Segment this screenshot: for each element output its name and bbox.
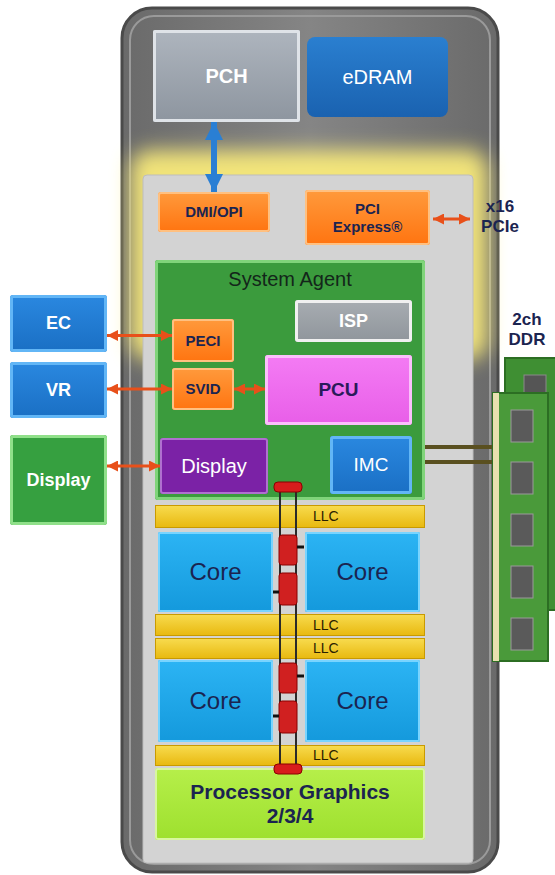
- node-text: Core: [336, 558, 388, 586]
- node-text: IMC: [354, 454, 389, 476]
- ring-stop: [279, 573, 297, 605]
- node-text: VR: [46, 380, 71, 401]
- core-block: Core: [158, 660, 273, 742]
- node-text: DMI/OPI: [185, 203, 243, 220]
- node-text: LLC: [313, 640, 339, 656]
- external-display: Display: [10, 435, 107, 525]
- bus-arrow: [107, 388, 172, 391]
- interface-block: PECI: [172, 319, 234, 362]
- package-rim: [130, 16, 490, 864]
- llc-band: LLC: [155, 505, 425, 528]
- ring-end-cap: [274, 482, 302, 492]
- dram-chip: [511, 462, 533, 494]
- node-text: Display: [26, 470, 90, 491]
- ring-stop: [279, 663, 297, 693]
- ring-bus-line: [295, 488, 297, 770]
- ring-tap: [297, 675, 304, 678]
- die-area: [143, 175, 473, 863]
- node-text: Core: [189, 687, 241, 715]
- ring-tap: [297, 546, 304, 549]
- system-agent-block: System AgentISP PECI SVID PCU Display IMC: [155, 260, 425, 500]
- display-block: Display: [160, 438, 268, 494]
- pcie-link-arrow: [433, 218, 470, 221]
- node-text: eDRAM: [342, 66, 412, 89]
- dimm-contacts: [493, 393, 499, 661]
- node-text: System Agent: [228, 268, 351, 291]
- external-chip: VR: [10, 362, 107, 418]
- bus-arrow: [234, 388, 265, 391]
- node-text: Core: [189, 558, 241, 586]
- dimm-board: [493, 393, 548, 661]
- llc-band: LLC: [155, 638, 425, 659]
- pcu-block: PCU: [265, 355, 412, 425]
- core-block: Core: [305, 532, 420, 612]
- ring-bus-line: [279, 488, 281, 770]
- graphics-block: Processor Graphics 2/3/4: [155, 768, 425, 840]
- imc-block: IMC: [330, 436, 412, 494]
- node-text: PCH: [205, 65, 247, 88]
- llc-band: LLC: [155, 614, 425, 636]
- core-block: Core: [158, 532, 273, 612]
- bus-arrow: [211, 122, 217, 192]
- node-text: SVID: [185, 380, 220, 397]
- dram-chip: [511, 566, 533, 598]
- edram-chip: eDRAM: [307, 37, 448, 117]
- pch-chip: PCH: [153, 30, 300, 122]
- memory-channel-line: [414, 445, 497, 449]
- ring-tap: [273, 591, 279, 594]
- node-text: PCI Express®: [323, 200, 413, 235]
- node-text: ISP: [339, 311, 368, 332]
- memory-channel-line: [414, 460, 497, 464]
- interface-block: DMI/OPI: [158, 192, 270, 232]
- bus-arrow: [107, 465, 160, 468]
- ring-end-cap: [274, 764, 302, 774]
- node-text: LLC: [313, 508, 339, 524]
- node-text: Core: [336, 687, 388, 715]
- node-text: PECI: [185, 332, 220, 349]
- ring-stop: [279, 535, 297, 565]
- package-outline: [122, 8, 498, 872]
- bus-arrow: [107, 334, 172, 337]
- ring-tap: [273, 715, 279, 718]
- node-text: LLC: [313, 747, 339, 763]
- core-block: Core: [305, 660, 420, 742]
- external-chip: EC: [10, 295, 107, 352]
- node-text: Processor Graphics 2/3/4: [175, 780, 405, 828]
- dram-chip: [511, 410, 533, 442]
- ring-stop: [279, 701, 297, 733]
- memory-label: 2ch DDR: [503, 310, 551, 351]
- interface-block: PCI Express®: [305, 190, 430, 245]
- dram-chip: [511, 618, 533, 650]
- dram-chip: [511, 514, 533, 546]
- node-text: EC: [46, 313, 71, 334]
- interface-block: SVID: [172, 368, 234, 410]
- bus-label: x16 PCIe: [474, 197, 526, 238]
- node-text: Display: [181, 455, 247, 478]
- node-text: LLC: [313, 617, 339, 633]
- isp-block: ISP: [295, 300, 412, 342]
- dimm-module: [493, 393, 548, 661]
- node-text: PCU: [318, 379, 358, 401]
- llc-band: LLC: [155, 745, 425, 766]
